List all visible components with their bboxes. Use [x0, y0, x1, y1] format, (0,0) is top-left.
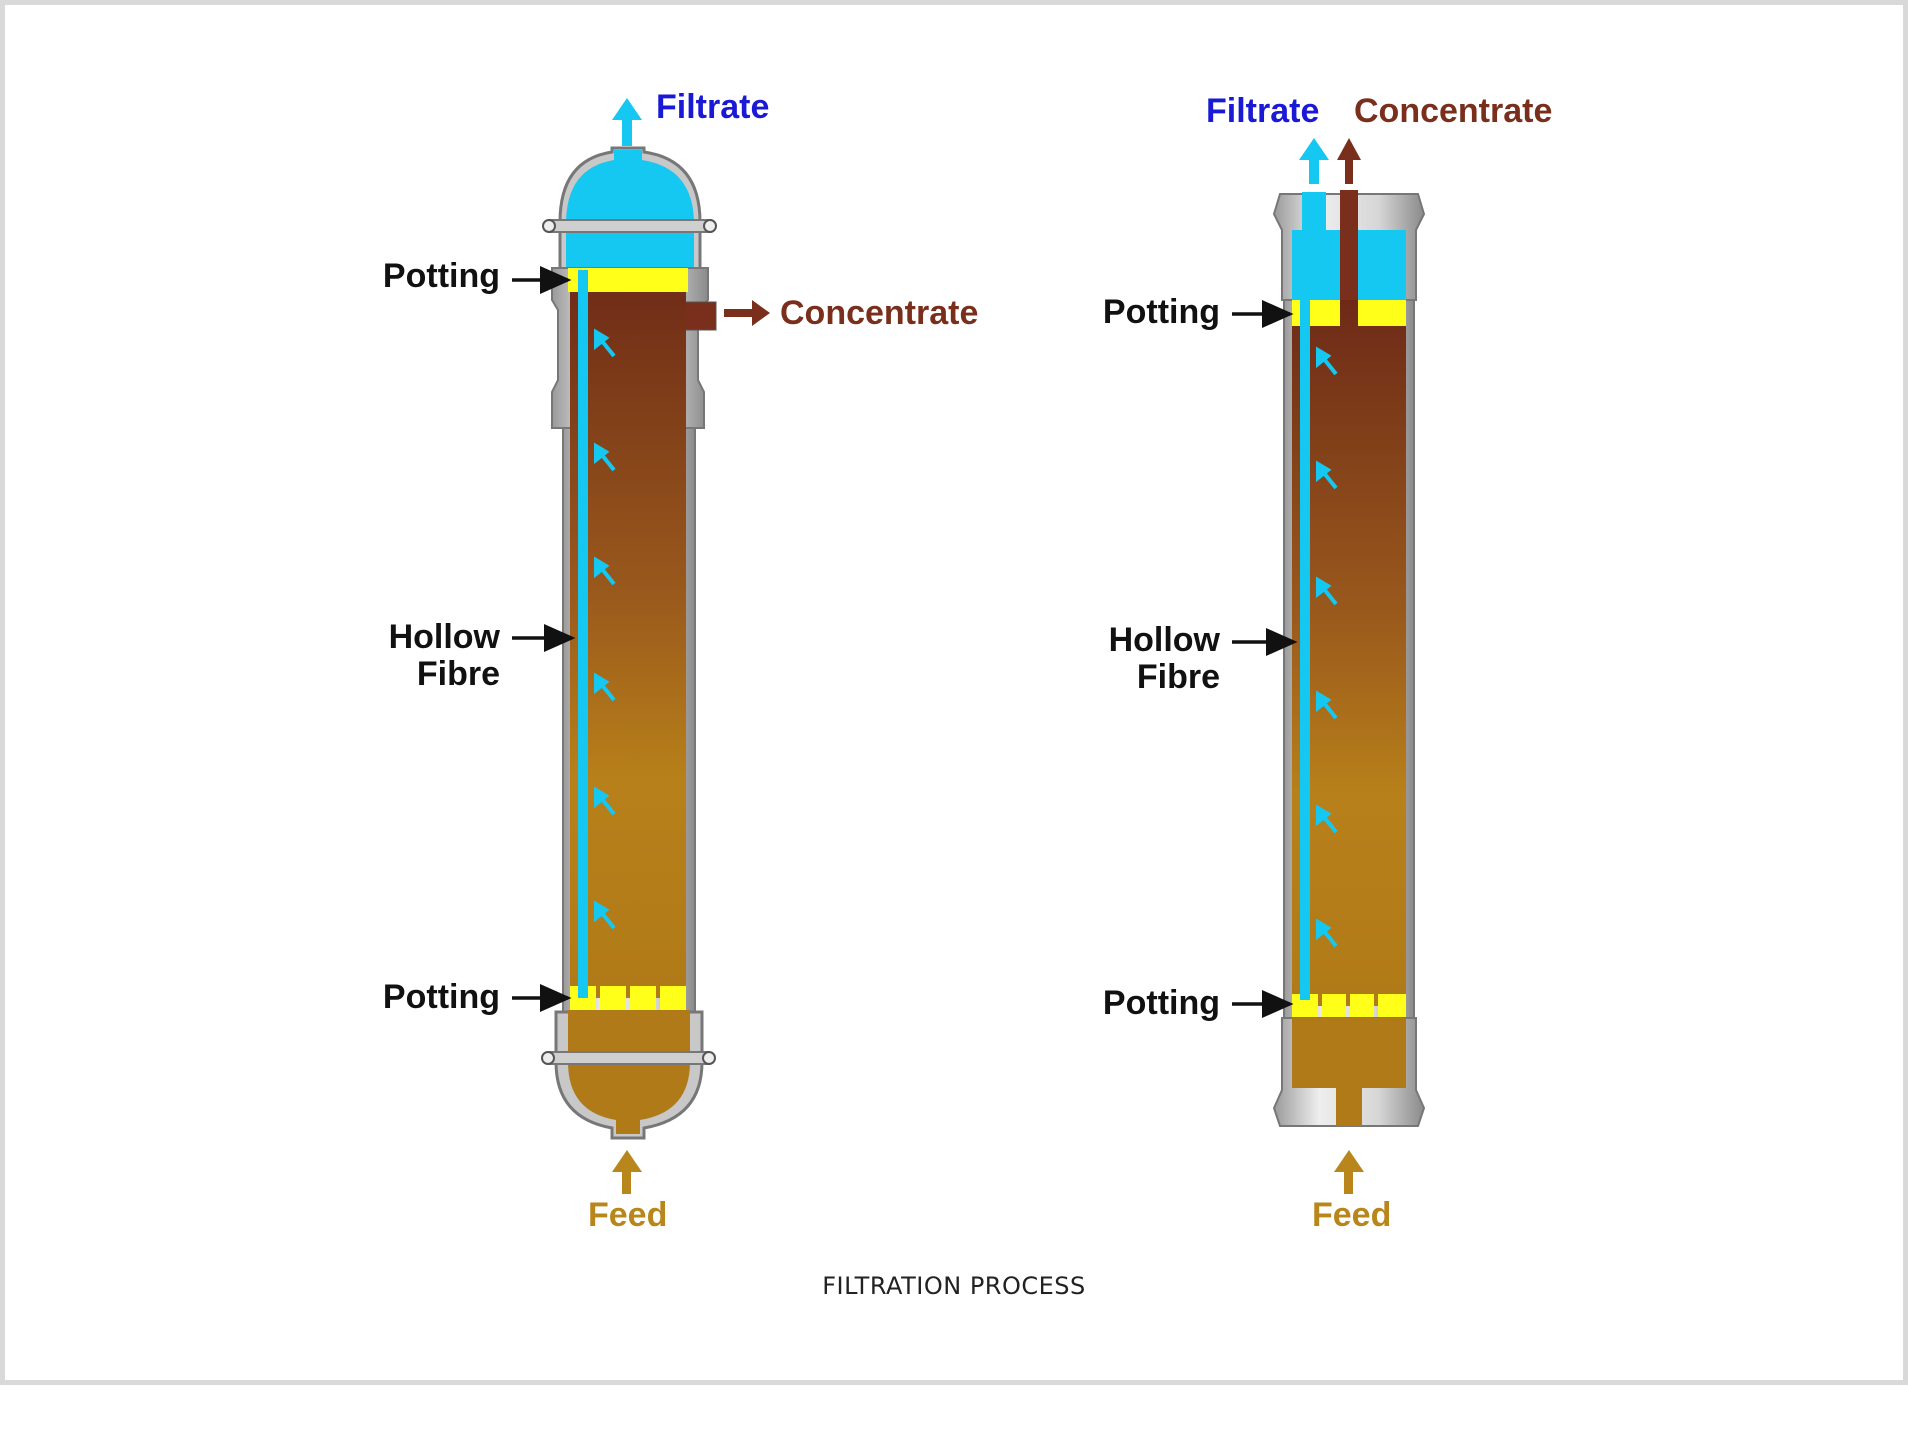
figure-card [0, 0, 1908, 1385]
left-bottom-flange-bolt-l [541, 1051, 555, 1065]
left-hollow-fibre [578, 270, 588, 998]
right-feed-arrow [1334, 1150, 1364, 1194]
figure-caption: FILTRATION PROCESS [822, 1272, 1086, 1300]
right-concentrate-label: Concentrate [1354, 92, 1553, 130]
left-module [512, 98, 770, 1194]
right-potting-top-label: Potting [1102, 293, 1220, 331]
right-permeation-arrows [1316, 346, 1338, 948]
right-potting-top-2 [1358, 300, 1406, 326]
right-hollow-fibre [1300, 300, 1310, 1000]
right-potting-top [1292, 300, 1340, 326]
right-filtrate-outlet [1302, 192, 1326, 232]
right-potting-bottom-label: Potting [1102, 984, 1220, 1022]
left-feed-label: Feed [588, 1196, 668, 1234]
right-module [1232, 138, 1426, 1194]
left-feed-chamber [568, 1010, 690, 1134]
left-fibre-label: Fibre [416, 655, 500, 693]
right-concentrate-arrow [1337, 138, 1361, 184]
left-filtrate-arrow [612, 98, 642, 146]
right-feed-label: Feed [1312, 1196, 1392, 1234]
left-top-flange-bolt-l [542, 219, 556, 233]
right-concentrate-tube [1340, 190, 1358, 314]
left-top-flange [544, 219, 716, 233]
left-bottom-flange-bolt-r [702, 1051, 716, 1065]
right-potting-bottom [1292, 994, 1406, 1018]
left-concentrate-arrow [724, 300, 770, 326]
left-filtrate-label: Filtrate [656, 88, 770, 126]
right-hollow-label: Hollow [1108, 621, 1220, 659]
right-fibre-label: Fibre [1136, 658, 1220, 696]
left-potting-bottom-label: Potting [382, 978, 500, 1016]
left-potting-top-label: Potting [382, 257, 500, 295]
right-filtrate-arrow [1299, 138, 1329, 184]
right-filtrate-label: Filtrate [1206, 92, 1320, 130]
left-concentrate-port [681, 301, 717, 331]
left-permeation-arrows [594, 328, 616, 930]
left-bottom-flange [544, 1051, 714, 1065]
left-concentrate-label: Concentrate [780, 294, 979, 332]
right-feed-chamber [1292, 1018, 1406, 1126]
left-filtrate-chamber [566, 150, 694, 268]
left-hollow-label: Hollow [388, 618, 500, 656]
left-top-flange-bolt-r [703, 219, 717, 233]
left-feed-arrow [612, 1150, 642, 1194]
left-feed-channel [570, 270, 686, 998]
right-feed-channel [1292, 300, 1406, 1006]
